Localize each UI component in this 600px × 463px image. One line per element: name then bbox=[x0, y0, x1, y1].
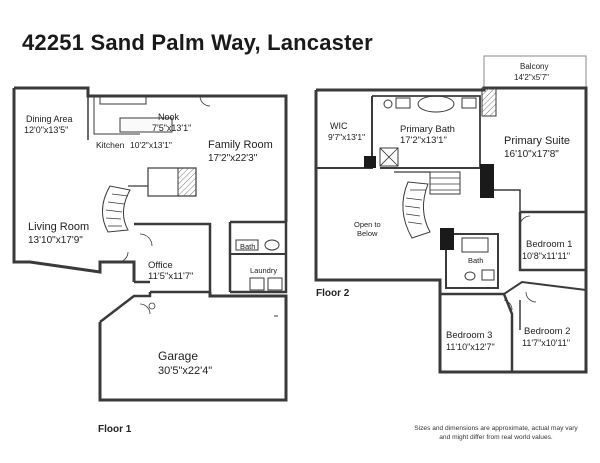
disclaimer-text: Sizes and dimensions are approximate, ac… bbox=[398, 424, 594, 442]
bedroom-3-label: Bedroom 3 bbox=[446, 330, 492, 341]
living-room-label: Living Room bbox=[28, 221, 89, 233]
floor-1-plan bbox=[12, 86, 288, 402]
kitchen-label: Kitchen bbox=[96, 140, 125, 150]
dining-area-label: Dining Area bbox=[26, 114, 73, 124]
floor-1-labels: Dining Area 12'0"x13'5" Nook 7'5"x13'1" … bbox=[24, 112, 277, 377]
disclaimer-line-1: Sizes and dimensions are approximate, ac… bbox=[414, 425, 578, 432]
garage-label: Garage bbox=[158, 349, 198, 363]
floor-1-bath-label: Bath bbox=[240, 242, 255, 251]
family-room-dims: 17'2"x22'3" bbox=[208, 153, 258, 164]
dining-area-dims: 12'0"x13'5" bbox=[24, 125, 68, 135]
family-room-label: Family Room bbox=[208, 139, 273, 151]
garage-dims: 30'5"x22'4" bbox=[158, 365, 212, 377]
primary-suite-label: Primary Suite bbox=[504, 135, 570, 147]
office-label: Office bbox=[148, 260, 173, 271]
nook-dims: 7'5"x13'1" bbox=[152, 123, 191, 133]
open-to-below-line1: Open to bbox=[354, 220, 381, 229]
floor-2-labels: Balcony 14'2"x5'7" WIC 9'7"x13'1" Primar… bbox=[328, 62, 572, 352]
bedroom-2-dims: 11'7"x10'11" bbox=[522, 338, 570, 348]
office-dims: 11'5"x11'7" bbox=[148, 271, 193, 282]
bedroom-1-dims: 10'8"x11'11" bbox=[522, 251, 570, 261]
disclaimer-line-2: and might differ from real world values. bbox=[439, 434, 553, 441]
floor-2-plan bbox=[314, 55, 588, 374]
wic-dims: 9'7"x13'1" bbox=[328, 132, 365, 142]
kitchen-dims: 10'2"x13'1" bbox=[130, 140, 172, 150]
open-to-below-line2: Below bbox=[357, 229, 378, 238]
laundry-label: Laundry bbox=[250, 266, 277, 275]
primary-bath-label: Primary Bath bbox=[400, 124, 455, 135]
floor-2-label: Floor 2 bbox=[316, 288, 350, 299]
bedroom-1-label: Bedroom 1 bbox=[526, 239, 572, 250]
bedroom-3-dims: 11'10"x12'7" bbox=[446, 342, 495, 352]
floor-2-bath-label: Bath bbox=[468, 256, 483, 265]
wic-label: WIC bbox=[330, 121, 348, 131]
bedroom-2-label: Bedroom 2 bbox=[524, 326, 570, 337]
floor-1-label: Floor 1 bbox=[98, 424, 132, 435]
balcony-label: Balcony bbox=[520, 62, 548, 71]
primary-suite-dims: 16'10"x17'8" bbox=[504, 149, 559, 160]
living-room-dims: 13'10"x17'9" bbox=[28, 235, 83, 246]
balcony-dims: 14'2"x5'7" bbox=[514, 73, 549, 82]
property-address-title: 42251 Sand Palm Way, Lancaster bbox=[22, 30, 373, 55]
nook-label: Nook bbox=[158, 112, 180, 122]
primary-bath-dims: 17'2"x13'1" bbox=[400, 135, 447, 146]
